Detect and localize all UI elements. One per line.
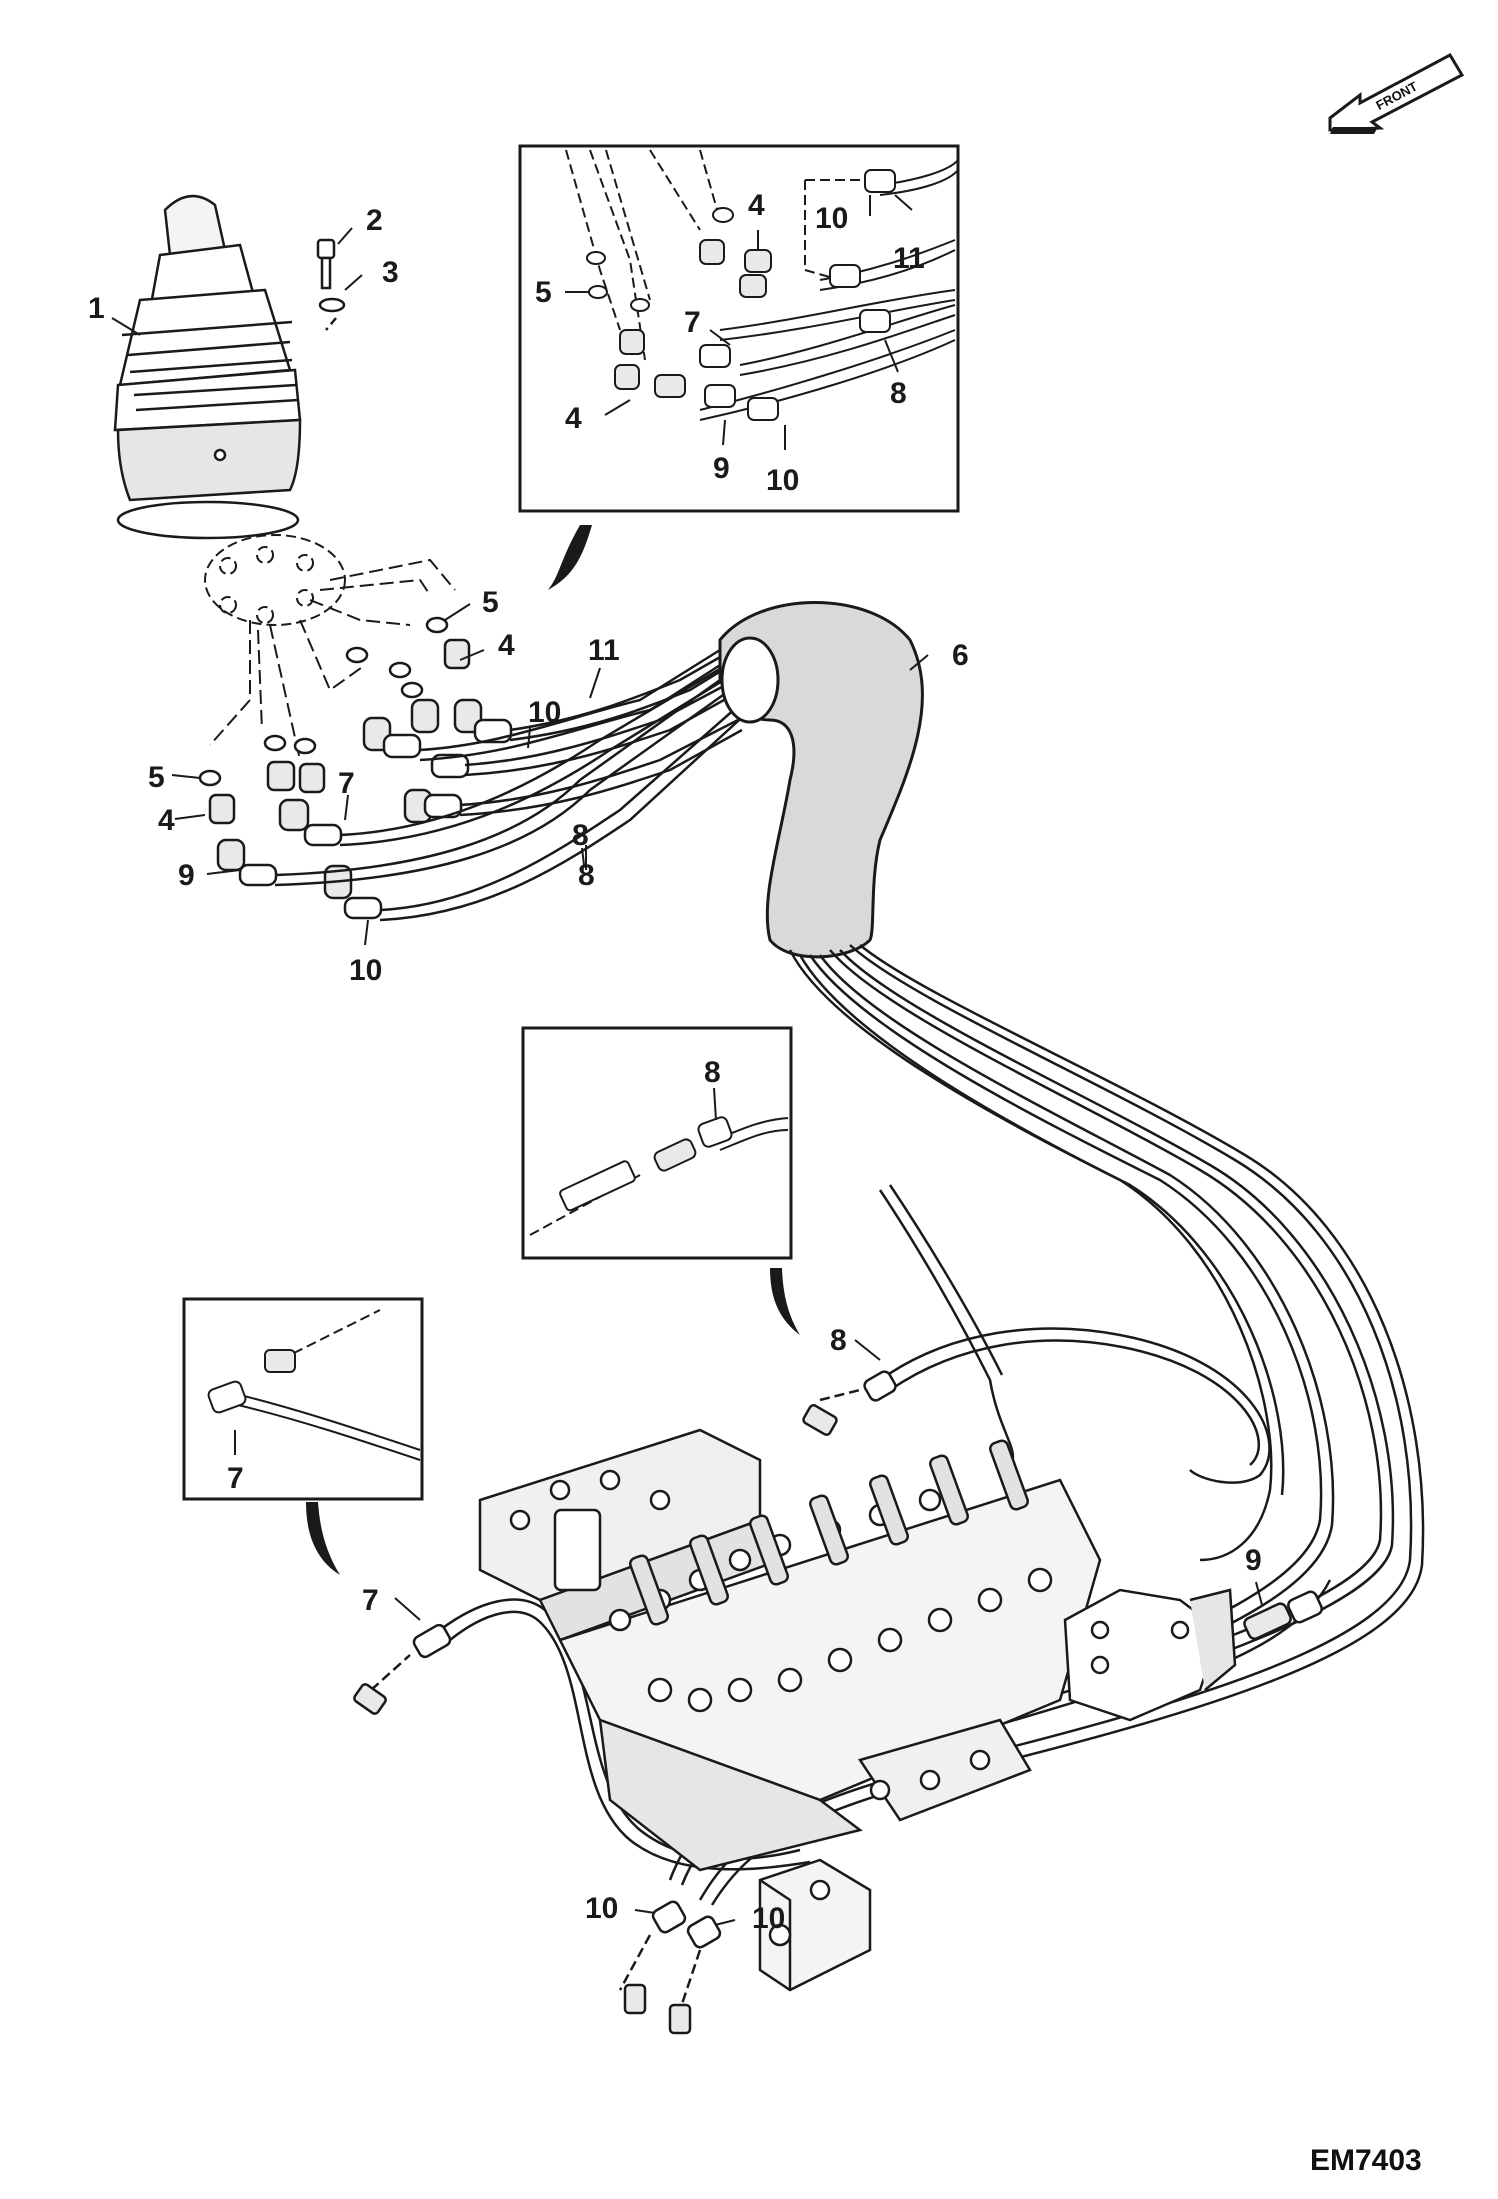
- inset-callout-4-top: 4: [748, 189, 765, 222]
- inset-callout-8: 8: [890, 377, 907, 410]
- inset-middle-callout-8: 8: [704, 1056, 721, 1089]
- front-arrow-icon: FRONT: [1328, 53, 1465, 134]
- fittings-cluster: [198, 616, 513, 920]
- callout-4-left: 4: [158, 804, 175, 837]
- inset-callout-10-bottom: 10: [766, 464, 799, 497]
- inset-callout-5: 5: [535, 276, 552, 309]
- inset-callout-10-top: 10: [815, 202, 848, 235]
- callout-3: 3: [382, 256, 399, 289]
- callout-10-block-left: 10: [585, 1892, 618, 1925]
- inset-callout-7: 7: [684, 306, 701, 339]
- inset-callout-4-bottom: 4: [565, 402, 582, 435]
- callout-8-upper: 8: [572, 819, 589, 852]
- callout-10-top: 10: [528, 696, 561, 729]
- drawing-code: EM7403: [1310, 2144, 1422, 2177]
- callout-5-left: 5: [148, 761, 165, 794]
- inset-callout-9: 9: [713, 452, 730, 485]
- inset-left-callout-7: 7: [227, 1462, 244, 1495]
- callout-labels-main: 1 2 3 5 4 11 10 6 7 8 5 4 9 8 10 8 7 9 1…: [88, 204, 1262, 1935]
- bolt: [316, 238, 346, 331]
- callout-4-top: 4: [498, 629, 515, 662]
- callout-8-valve: 8: [830, 1324, 847, 1357]
- inset-callout-11: 11: [893, 242, 925, 275]
- inset-detail-middle: [521, 1026, 793, 1260]
- hose-8-routing: [802, 1327, 1271, 1484]
- inset-detail-left: [182, 1297, 424, 1501]
- fitting-9: [1243, 1590, 1323, 1640]
- assembly-leader-lines: [209, 558, 456, 761]
- manifold-block: [618, 1858, 872, 2035]
- callout-5-top: 5: [482, 586, 499, 619]
- callout-7-main: 7: [338, 767, 355, 800]
- hose-bundle-upper: [274, 638, 756, 922]
- callout-10-bottom: 10: [349, 954, 382, 987]
- callout-leaders: [111, 194, 1263, 1926]
- callout-labels-inset-top: 4 10 11 5 7 4 9 10 8: [535, 189, 925, 497]
- callout-1: 1: [88, 292, 105, 325]
- callout-2: 2: [366, 204, 383, 237]
- inset-pointer-arrows: [306, 525, 800, 1575]
- joystick: [113, 195, 302, 540]
- callout-7-valve: 7: [362, 1584, 379, 1617]
- callout-10-block-right: 10: [752, 1902, 785, 1935]
- control-valve: [478, 1428, 1237, 1872]
- callout-6: 6: [952, 639, 969, 672]
- callout-11: 11: [588, 634, 620, 667]
- protective-sleeve: [718, 601, 924, 959]
- inset-detail-top: [518, 144, 960, 513]
- callout-9-valve: 9: [1245, 1544, 1262, 1577]
- callout-9-left: 9: [178, 859, 195, 892]
- mounting-plate-holes: [204, 534, 346, 626]
- callout-8-lower: 8: [578, 859, 595, 892]
